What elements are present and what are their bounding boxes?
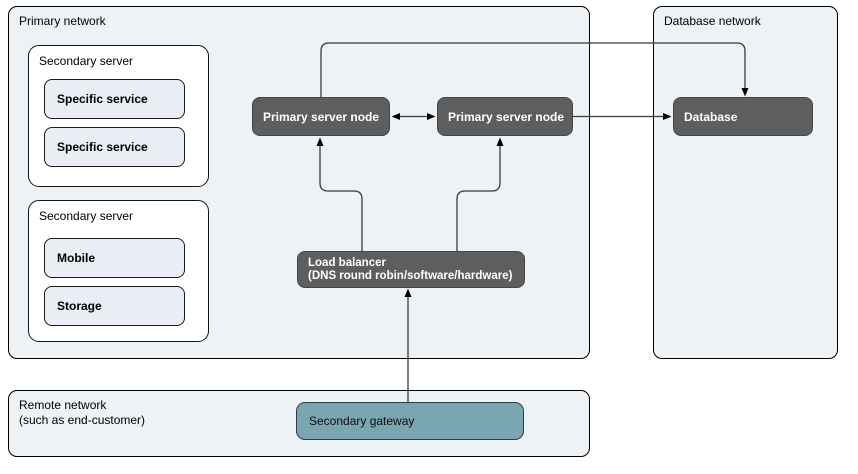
remote-network-label-line1: Remote network bbox=[19, 398, 107, 412]
secondary-server-bottom-label: Secondary server bbox=[39, 209, 134, 223]
database-node: Database bbox=[673, 97, 813, 136]
load-balancer-label-line2: (DNS round robin/software/hardware) bbox=[308, 269, 513, 282]
specific-service-box-2: Specific service bbox=[44, 127, 185, 167]
load-balancer-node: Load balancer (DNS round robin/software/… bbox=[297, 251, 525, 288]
storage-box: Storage bbox=[44, 286, 185, 326]
secondary-server-group-bottom: Secondary server Mobile Storage bbox=[28, 200, 209, 342]
specific-service-box-1: Specific service bbox=[44, 79, 185, 119]
mobile-box: Mobile bbox=[44, 238, 185, 278]
database-network-label: Database network bbox=[664, 14, 761, 28]
load-balancer-label-line1: Load balancer bbox=[308, 256, 386, 269]
primary-server-node-left: Primary server node bbox=[252, 97, 390, 136]
remote-network-label-line2: (such as end-customer) bbox=[19, 413, 146, 427]
remote-network-label: Remote network(such as end-customer) bbox=[19, 398, 145, 428]
secondary-gateway-node: Secondary gateway bbox=[296, 402, 524, 440]
database-network-container: Database network bbox=[653, 6, 838, 359]
primary-server-node-right: Primary server node bbox=[437, 97, 573, 136]
secondary-server-group-top: Secondary server Specific service Specif… bbox=[28, 45, 209, 187]
secondary-server-top-label: Secondary server bbox=[39, 54, 134, 68]
primary-network-label: Primary network bbox=[19, 14, 106, 28]
